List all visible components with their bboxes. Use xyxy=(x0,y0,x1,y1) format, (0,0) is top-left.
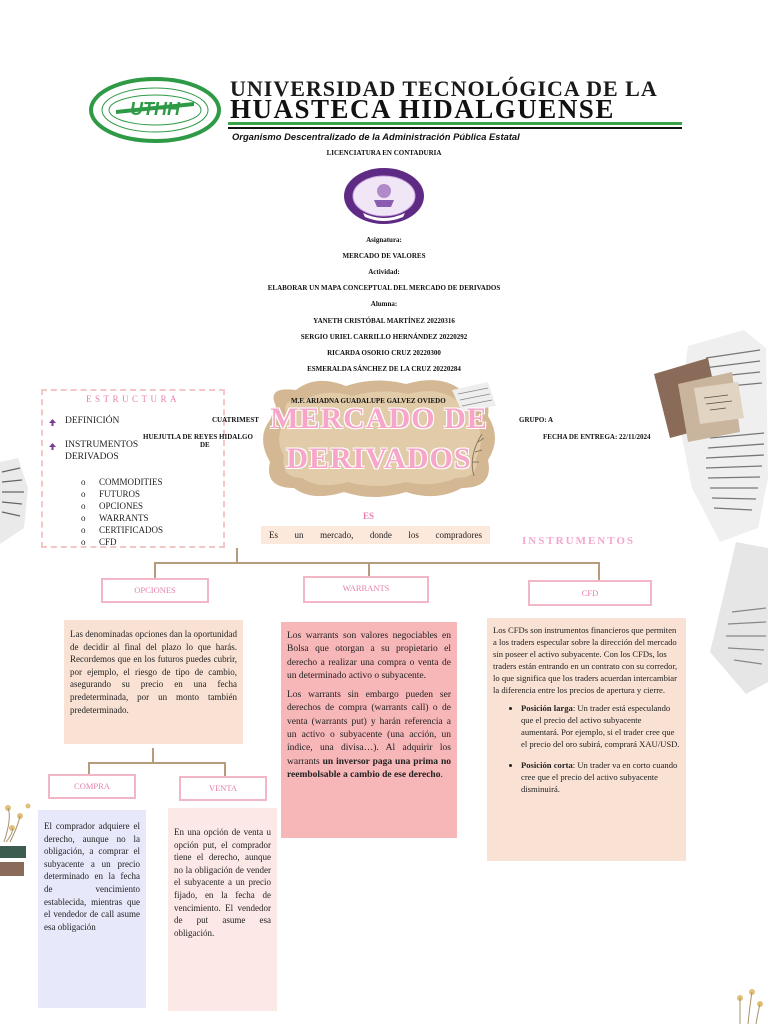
es-connector-label: ES xyxy=(363,511,375,521)
torn-newspaper-decoration xyxy=(654,330,768,542)
warrants-label: WARRANTS xyxy=(303,576,429,603)
warrants-paragraph: Los warrants sin embargo pueden ser dere… xyxy=(287,690,451,780)
university-name-line2: HUASTECA HIDALGUENSE xyxy=(230,94,615,124)
student-name: RICARDA OSORIO CRUZ 20220300 xyxy=(327,349,441,357)
main-title-line2: DERIVADOS xyxy=(286,442,472,475)
warrants-description: Los warrants son valores negociables en … xyxy=(281,622,457,838)
activity-value: ELABORAR UN MAPA CONCEPTUAL DEL MERCADO … xyxy=(267,284,501,292)
career-seal-logo xyxy=(344,168,424,224)
cfd-label: CFD xyxy=(528,580,652,606)
subject-label: Asignatura: xyxy=(366,236,402,244)
cfd-position-list: Posición larga: Un trader está especulan… xyxy=(493,702,680,795)
flower-decoration xyxy=(737,989,763,1024)
arrow-bullet-icon xyxy=(49,419,56,426)
connector-line xyxy=(88,762,90,774)
estructura-sub-item: WARRANTS xyxy=(99,513,149,523)
place-label: HUEJUTLA DE REYES HIDALGO xyxy=(143,433,253,441)
delivery-date: FECHA DE ENTREGA: 22/11/2024 xyxy=(543,433,651,441)
cfd-long-position: Posición larga: Un trader está especulan… xyxy=(521,702,680,750)
estructura-title: ESTRUCTURA xyxy=(85,394,180,404)
estructura-sub-item: OPCIONES xyxy=(99,501,144,511)
connector-line xyxy=(598,562,600,580)
estructura-sub-item: CFD xyxy=(99,537,117,547)
student-name: SERGIO URIEL CARRILLO HERNÁNDEZ 20220292 xyxy=(300,333,468,341)
university-seal-logo: UTHH xyxy=(89,77,221,143)
quarter-label: CUATRIMEST xyxy=(212,416,259,424)
estructura-box: ESTRUCTURA DEFINICIÓN INSTRUMENTOS DERIV… xyxy=(41,389,225,548)
student-name: ESMERALDA SÁNCHEZ DE LA CRUZ 20220284 xyxy=(307,365,461,373)
connector-line xyxy=(236,548,238,562)
logo-text: UTHH xyxy=(130,99,181,119)
opciones-description: Las denominadas opciones dan la oportuni… xyxy=(64,620,243,744)
estructura-sub-item: CERTIFICADOS xyxy=(99,525,163,535)
header-green-bar xyxy=(228,122,682,125)
torn-paper-decoration xyxy=(0,458,28,544)
estructura-sub-item: COMMODITIES xyxy=(99,477,163,487)
teacher-name: M.F. ARIADNA GUADALUPE GALVEZ OVIEDO xyxy=(291,397,446,405)
arrow-bullet-icon xyxy=(49,443,56,450)
de-label: DE xyxy=(200,441,210,449)
estructura-item: DERIVADOS xyxy=(65,452,119,462)
main-title-line1: MERCADO DE xyxy=(270,402,488,435)
connector-line xyxy=(368,562,370,576)
compra-description: El comprador adquiere el derecho, aunque… xyxy=(38,810,146,1008)
torn-paper-decoration xyxy=(710,542,768,694)
connector-line xyxy=(154,562,600,564)
student-name: YANETH CRISTÓBAL MARTÍNEZ 20220316 xyxy=(313,317,455,325)
header-black-bar xyxy=(228,127,682,129)
students-label: Alumna: xyxy=(370,300,398,308)
cfd-intro: Los CFDs son instrumentos financieros qu… xyxy=(493,625,678,696)
connector-line xyxy=(152,748,154,762)
estructura-sub-item: FUTUROS xyxy=(99,489,141,499)
university-name-line1: UNIVERSIDAD TECNOLÓGICA DE LA xyxy=(230,76,658,101)
warrants-paragraph: Los warrants son valores negociables en … xyxy=(287,631,451,681)
venta-label: VENTA xyxy=(179,776,267,801)
definition-box: Es un mercado, donde los compradores xyxy=(261,526,490,544)
connector-line xyxy=(154,562,156,578)
opciones-label: OPCIONES xyxy=(101,578,209,603)
parchment-background xyxy=(263,380,496,497)
connector-line xyxy=(224,762,226,776)
subject-value: MERCADO DE VALORES xyxy=(342,252,426,260)
compra-label: COMPRA xyxy=(48,774,136,799)
activity-label: Actividad: xyxy=(368,268,400,276)
flower-decoration xyxy=(0,803,31,876)
instrumentos-heading-partial: INSTRUMENTOS xyxy=(522,535,636,545)
cfd-short-position: Posición corta: Un trader va en corto cu… xyxy=(521,759,680,795)
estructura-item: INSTRUMENTOS xyxy=(65,440,139,450)
group-label: GRUPO: A xyxy=(519,416,554,424)
career-title: LICENCIATURA EN CONTADURIA xyxy=(326,149,442,157)
university-subtitle: Organismo Descentralizado de la Administ… xyxy=(232,131,520,142)
cfd-description: Los CFDs son instrumentos financieros qu… xyxy=(487,618,686,861)
connector-line xyxy=(88,762,226,764)
estructura-item: DEFINICIÓN xyxy=(65,416,120,426)
venta-description: En una opción de venta u opción put, el … xyxy=(168,808,277,1011)
